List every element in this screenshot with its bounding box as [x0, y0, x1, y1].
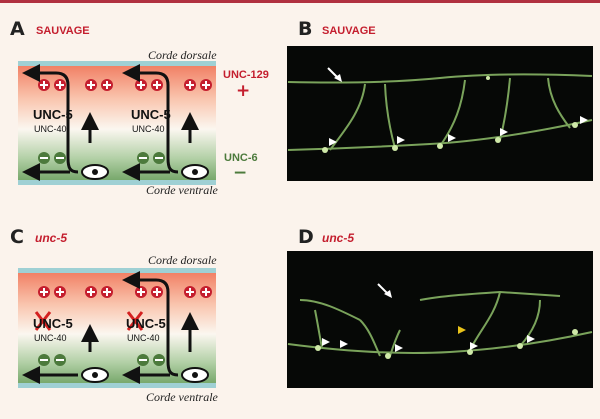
panel-c-ventral-label: Corde ventrale	[146, 390, 218, 404]
panel-b-title: SAUVAGE	[322, 25, 376, 37]
panel-c-title: unc-5	[35, 231, 68, 245]
panel-a-ventral-label: Corde ventrale	[146, 183, 218, 197]
panel-b-letter: B	[298, 18, 313, 40]
ventral-cord-c	[18, 383, 216, 388]
dorsal-cord-c	[18, 268, 216, 273]
panel-a-title: SAUVAGE	[36, 25, 90, 37]
top-border	[0, 0, 600, 3]
panel-a-unc40-right: UNC-40	[132, 124, 165, 134]
panel-c-letter: C	[10, 226, 24, 248]
cross-mark-2	[126, 311, 144, 331]
panel-d-title: unc-5	[322, 231, 355, 245]
plus-sign: +	[236, 81, 251, 101]
panel-c-unc5-right: UNC-5	[126, 316, 166, 331]
panel-c-unc40-left: UNC-40	[34, 333, 67, 343]
panel-a-unc5-left: UNC-5	[33, 107, 73, 122]
panel-b-micrograph	[287, 46, 593, 181]
panel-a-diagram	[18, 61, 216, 185]
minus-sign: −	[233, 163, 248, 183]
yellow-arrowhead	[458, 326, 466, 334]
cross-mark-1	[34, 311, 52, 331]
panel-c-unc40-right: UNC-40	[127, 333, 160, 343]
panel-c-dorsal-label: Corde dorsale	[148, 253, 217, 267]
unc6-label: UNC-6	[224, 152, 258, 164]
panel-a-dorsal-label: Corde dorsale	[148, 48, 217, 62]
panel-a-letter: A	[10, 18, 25, 40]
panel-c-unc5-left: UNC-5	[33, 316, 73, 331]
panel-a-unc40-left: UNC-40	[34, 124, 67, 134]
panel-c-diagram	[18, 268, 216, 388]
ventral-cord	[18, 180, 216, 185]
unc129-label: UNC-129	[223, 69, 269, 81]
panel-a-unc5-right: UNC-5	[131, 107, 171, 122]
panel-d-micrograph	[287, 251, 593, 388]
dorsal-cord	[18, 61, 216, 66]
panel-d-letter: D	[298, 226, 314, 248]
